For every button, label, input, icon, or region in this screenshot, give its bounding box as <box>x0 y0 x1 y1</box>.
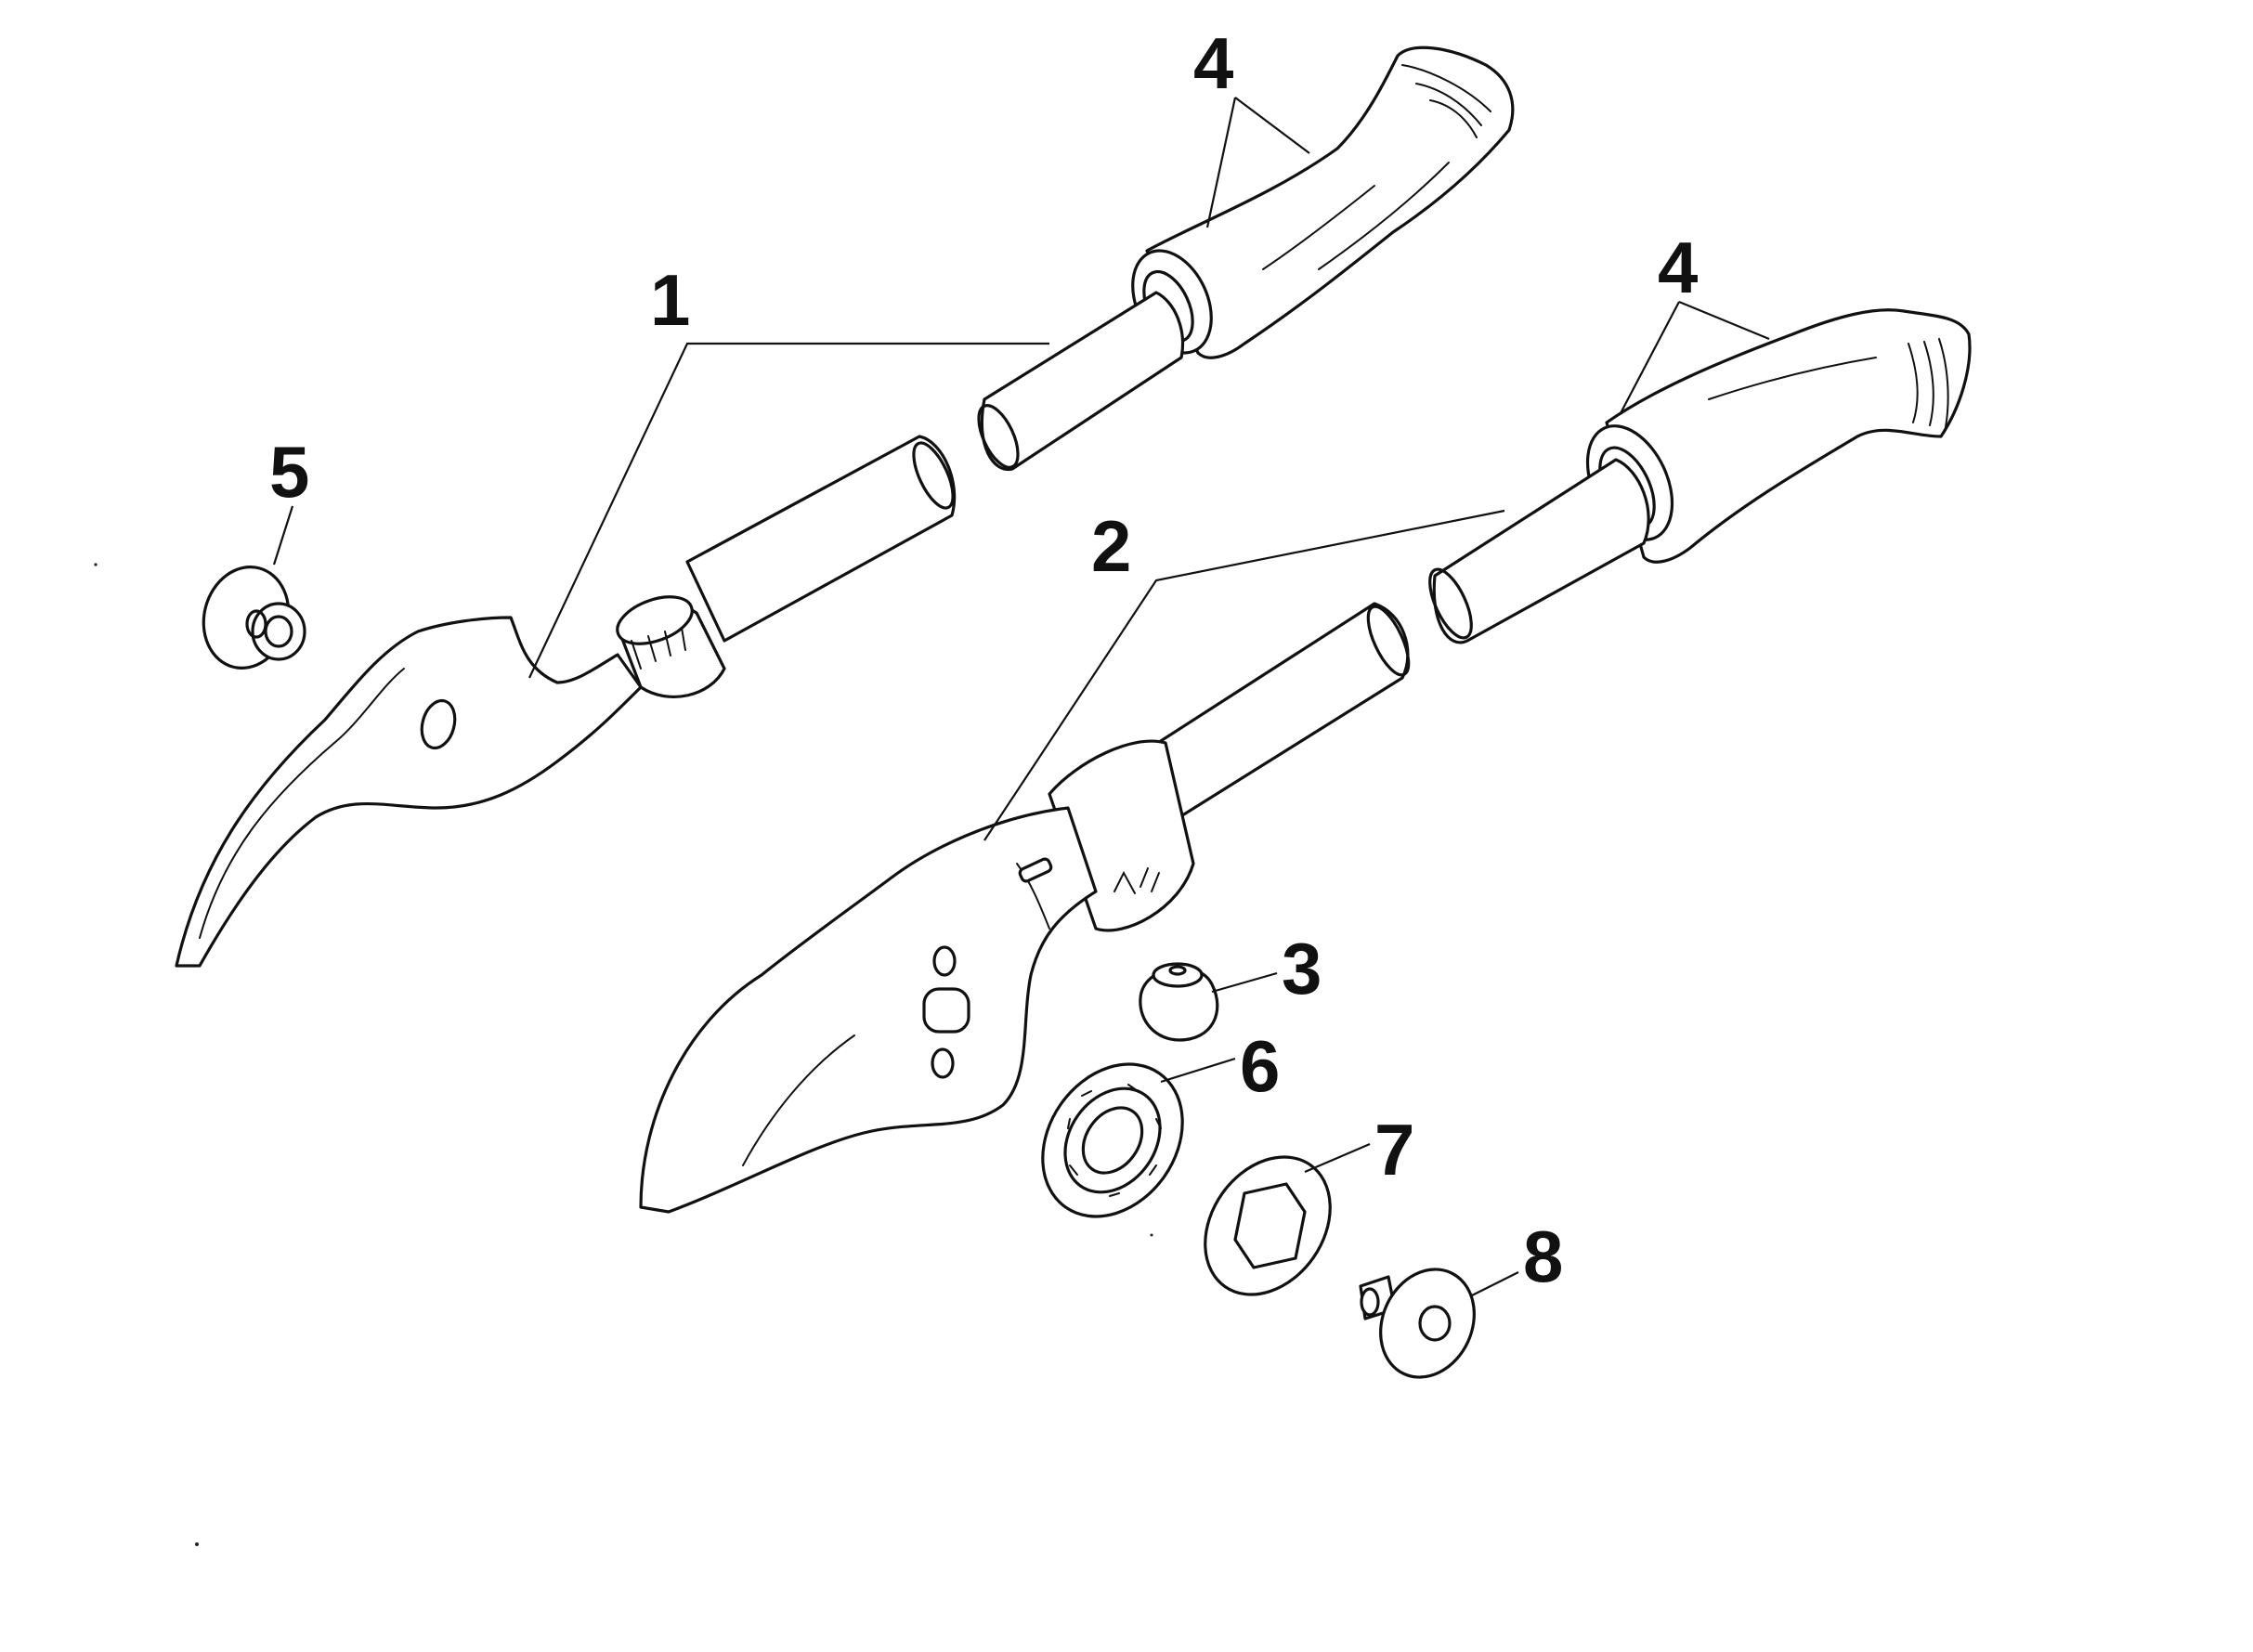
callout-4-upper: 4 <box>1193 22 1233 104</box>
leader-part-3 <box>1211 971 1278 994</box>
nut-part-5 <box>202 566 306 670</box>
anvil-lopper-assembly <box>175 46 1515 968</box>
callout-7: 7 <box>1374 1109 1414 1190</box>
leader-part-2 <box>983 509 1505 841</box>
hex-washer-part-7 <box>1204 1142 1371 1296</box>
callout-1: 1 <box>650 259 690 341</box>
callout-3: 3 <box>1282 928 1322 1009</box>
callout-6: 6 <box>1240 1025 1280 1107</box>
callout-2: 2 <box>1091 505 1131 587</box>
pivot-cap-part-3 <box>1139 962 1278 1042</box>
leader-part-6 <box>1160 1057 1236 1084</box>
callout-8: 8 <box>1523 1216 1563 1297</box>
leader-part-4-upper <box>1205 97 1310 228</box>
leader-part-1 <box>528 342 1049 679</box>
leader-part-7 <box>1304 1142 1371 1174</box>
pivot-bolt-part-8 <box>1359 1268 1519 1379</box>
leader-part-8 <box>1471 1271 1519 1296</box>
callout-5: 5 <box>269 431 309 513</box>
leader-part-4-lower <box>1620 300 1770 414</box>
bypass-lopper-assembly <box>639 308 1972 1214</box>
leader-part-5 <box>272 505 294 566</box>
callout-4-lower: 4 <box>1658 227 1698 308</box>
ratchet-washer-part-6 <box>1041 1057 1236 1218</box>
